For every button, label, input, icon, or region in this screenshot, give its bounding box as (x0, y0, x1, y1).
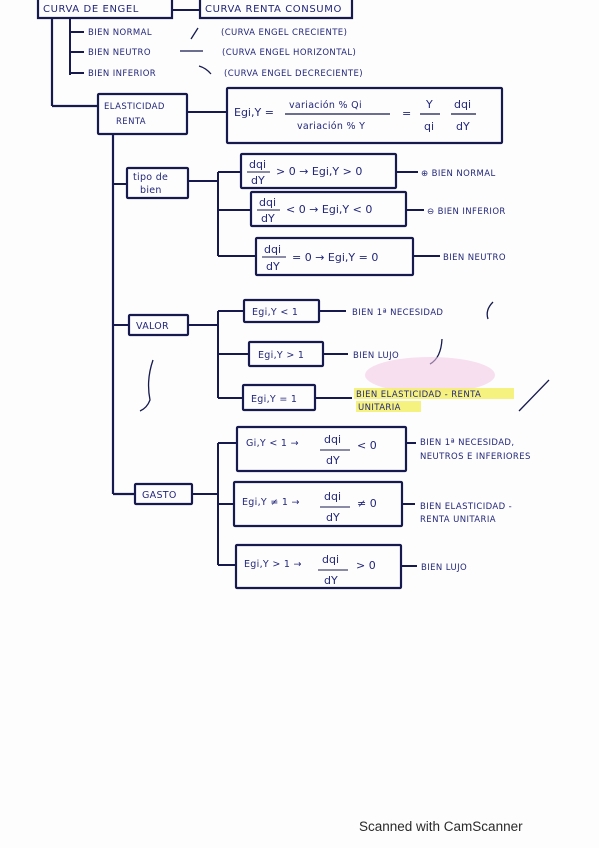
svg-text:dY: dY (326, 511, 340, 524)
highlight-line2 (356, 401, 421, 412)
result-primera-necesidad: BIEN 1ª NECESIDAD (352, 308, 443, 318)
result-bien-lujo: BIEN LUJO (353, 351, 399, 361)
result-unitaria-line1: BIEN ELASTICIDAD - RENTA (356, 390, 481, 400)
frac2-numerator: dqi (454, 98, 471, 111)
formula-lhs: Egi,Y = (234, 106, 274, 119)
tipo-row-normal: dqi dY > 0 → Egi,Y > 0 ⊕ BIEN NORMAL (239, 152, 496, 190)
svg-text:dY: dY (326, 454, 340, 467)
svg-text:dqi: dqi (322, 553, 339, 566)
top-curva-renta-consumo-box: CURVA RENTA CONSUMO (198, 0, 354, 20)
elasticidad-label-line1: ELASTICIDAD (104, 102, 165, 112)
tipo-de-bien-box: tipo de bien (125, 166, 190, 200)
bien-neutro-row: BIEN NEUTRO (CURVA ENGEL HORIZONTAL) (88, 48, 356, 58)
elasticidad-formula-box: Egi,Y = variación % Qi variación % Y = Y… (225, 86, 504, 145)
svg-text:dY: dY (261, 212, 275, 225)
formula-denominator: variación % Y (297, 121, 365, 132)
svg-text:Egi,Y < 1: Egi,Y < 1 (252, 307, 298, 318)
tipo-row-neutro: dqi dY = 0 → Egi,Y = 0 BIEN NEUTRO (254, 236, 506, 277)
valor-row-necesidad: Egi,Y < 1 BIEN 1ª NECESIDAD (242, 298, 494, 324)
svg-text:Egi,Y = 1: Egi,Y = 1 (251, 394, 297, 405)
result-gasto-3-line1: BIEN LUJO (421, 563, 467, 573)
bien-inferior-desc: (CURVA ENGEL DECRECIENTE) (224, 69, 363, 79)
gasto-box: GASTO (133, 482, 194, 506)
svg-text:Gi,Y < 1 →: Gi,Y < 1 → (246, 438, 299, 449)
scanner-watermark: Scanned with CamScanner (359, 819, 523, 834)
result-bien-inferior: ⊖ BIEN INFERIOR (427, 207, 506, 217)
svg-text:dqi: dqi (324, 433, 341, 446)
result-bien-normal: ⊕ BIEN NORMAL (421, 169, 496, 179)
formula-numerator: variación % Qi (289, 100, 362, 111)
valor-row-unitaria: Egi,Y = 1 BIEN ELASTICIDAD - RENTA UNITA… (241, 357, 550, 413)
bien-normal-row: BIEN NORMAL (CURVA ENGEL CRECIENTE) (88, 27, 347, 40)
svg-text:dY: dY (266, 260, 280, 273)
svg-text:≠ 0: ≠ 0 (357, 497, 377, 510)
svg-text:> 0 → Egi,Y > 0: > 0 → Egi,Y > 0 (276, 165, 362, 178)
curva-engel-label: CURVA DE ENGEL (43, 4, 139, 15)
gasto-row-1: Gi,Y < 1 → dqi dY < 0 BIEN 1ª NECESIDAD,… (235, 425, 531, 473)
result-unitaria-line2: UNITARIA (358, 403, 401, 413)
svg-text:Egi,Y ≠ 1 →: Egi,Y ≠ 1 → (242, 497, 300, 508)
bien-inferior-row: BIEN INFERIOR (CURVA ENGEL DECRECIENTE) (88, 65, 363, 79)
valor-label: VALOR (136, 321, 169, 332)
bien-neutro-desc: (CURVA ENGEL HORIZONTAL) (222, 48, 356, 58)
svg-text:dqi: dqi (264, 243, 281, 256)
bien-inferior-label: BIEN INFERIOR (88, 69, 156, 79)
top-curva-engel-box: CURVA DE ENGEL (36, 0, 174, 20)
svg-text:dY: dY (251, 174, 265, 187)
svg-text:> 0: > 0 (356, 559, 376, 572)
gasto-row-3: Egi,Y > 1 → dqi dY > 0 BIEN LUJO (234, 543, 467, 590)
frac1-numerator: Y (425, 98, 433, 111)
valor-box: VALOR (127, 313, 190, 337)
formula-equals: = (402, 107, 411, 120)
svg-text:Egi,Y > 1 →: Egi,Y > 1 → (244, 559, 302, 570)
result-gasto-1-line1: BIEN 1ª NECESIDAD, (420, 438, 514, 448)
bracket-scribble (139, 359, 154, 412)
bien-normal-label: BIEN NORMAL (88, 28, 152, 38)
svg-text:dqi: dqi (249, 158, 266, 171)
frac2-denominator: dY (456, 120, 470, 133)
svg-text:Egi,Y > 1: Egi,Y > 1 (258, 350, 304, 361)
gasto-label: GASTO (142, 490, 177, 501)
svg-text:dY: dY (324, 574, 338, 587)
bien-neutro-label: BIEN NEUTRO (88, 48, 151, 58)
frac1-denominator: qi (424, 120, 434, 133)
result-bien-neutro: BIEN NEUTRO (443, 253, 506, 263)
bien-normal-desc: (CURVA ENGEL CRECIENTE) (221, 28, 347, 38)
highlight-line1 (354, 388, 514, 399)
curva-renta-consumo-label: CURVA RENTA CONSUMO (205, 4, 342, 15)
result-gasto-2-line1: BIEN ELASTICIDAD - (420, 502, 512, 512)
tipo-label-line2: bien (140, 185, 162, 196)
elasticidad-renta-box: ELASTICIDAD RENTA (96, 92, 189, 136)
svg-text:< 0: < 0 (357, 439, 377, 452)
tipo-row-inferior: dqi dY < 0 → Egi,Y < 0 ⊖ BIEN INFERIOR (249, 190, 506, 228)
result-gasto-2-line2: RENTA UNITARIA (420, 515, 496, 525)
result-gasto-1-line2: NEUTROS E INFERIORES (420, 452, 531, 462)
svg-text:< 0 → Egi,Y < 0: < 0 → Egi,Y < 0 (286, 203, 372, 216)
tipo-label-line1: tipo de (133, 172, 168, 183)
elasticidad-label-line2: RENTA (116, 117, 146, 127)
svg-text:dqi: dqi (324, 490, 341, 503)
gasto-row-2: Egi,Y ≠ 1 → dqi dY ≠ 0 BIEN ELASTICIDAD … (232, 480, 512, 528)
svg-text:dqi: dqi (259, 196, 276, 209)
svg-text:= 0 → Egi,Y = 0: = 0 → Egi,Y = 0 (292, 251, 378, 264)
